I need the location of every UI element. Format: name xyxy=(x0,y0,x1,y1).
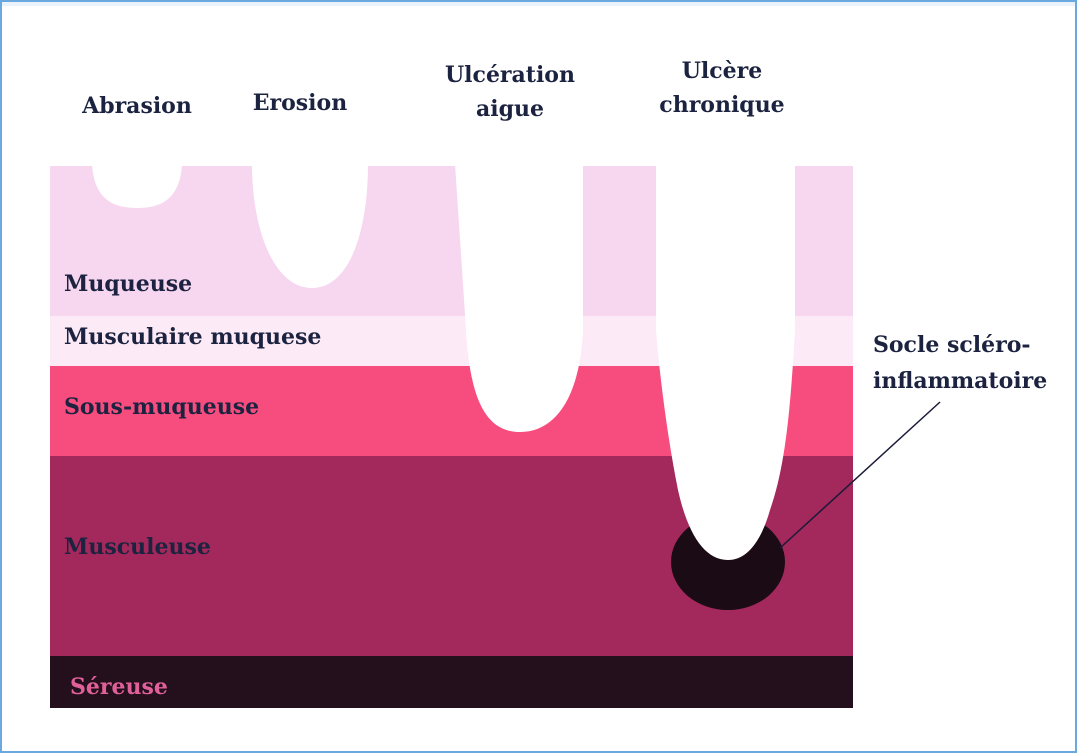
label-musculeuse: Musculeuse xyxy=(64,534,211,560)
title-abrasion: Abrasion xyxy=(81,93,192,119)
label-musculaire-muqueuse: Musculaire muquese xyxy=(64,324,321,350)
title-erosion: Erosion xyxy=(253,90,347,116)
label-sous-muqueuse: Sous-muqueuse xyxy=(64,394,259,420)
label-muqueuse: Muqueuse xyxy=(64,271,192,297)
layer-sereuse xyxy=(50,656,853,708)
callout-label-line2: inflammatoire xyxy=(873,368,1047,394)
title-ulceration-line2: aigue xyxy=(476,96,544,122)
title-ulceration-line1: Ulcération xyxy=(445,62,575,88)
title-ulcere-line1: Ulcère xyxy=(682,58,763,84)
label-sereuse: Séreuse xyxy=(70,674,168,700)
callout-label-line1: Socle scléro- xyxy=(873,332,1031,358)
title-ulcere-line2: chronique xyxy=(659,92,784,118)
